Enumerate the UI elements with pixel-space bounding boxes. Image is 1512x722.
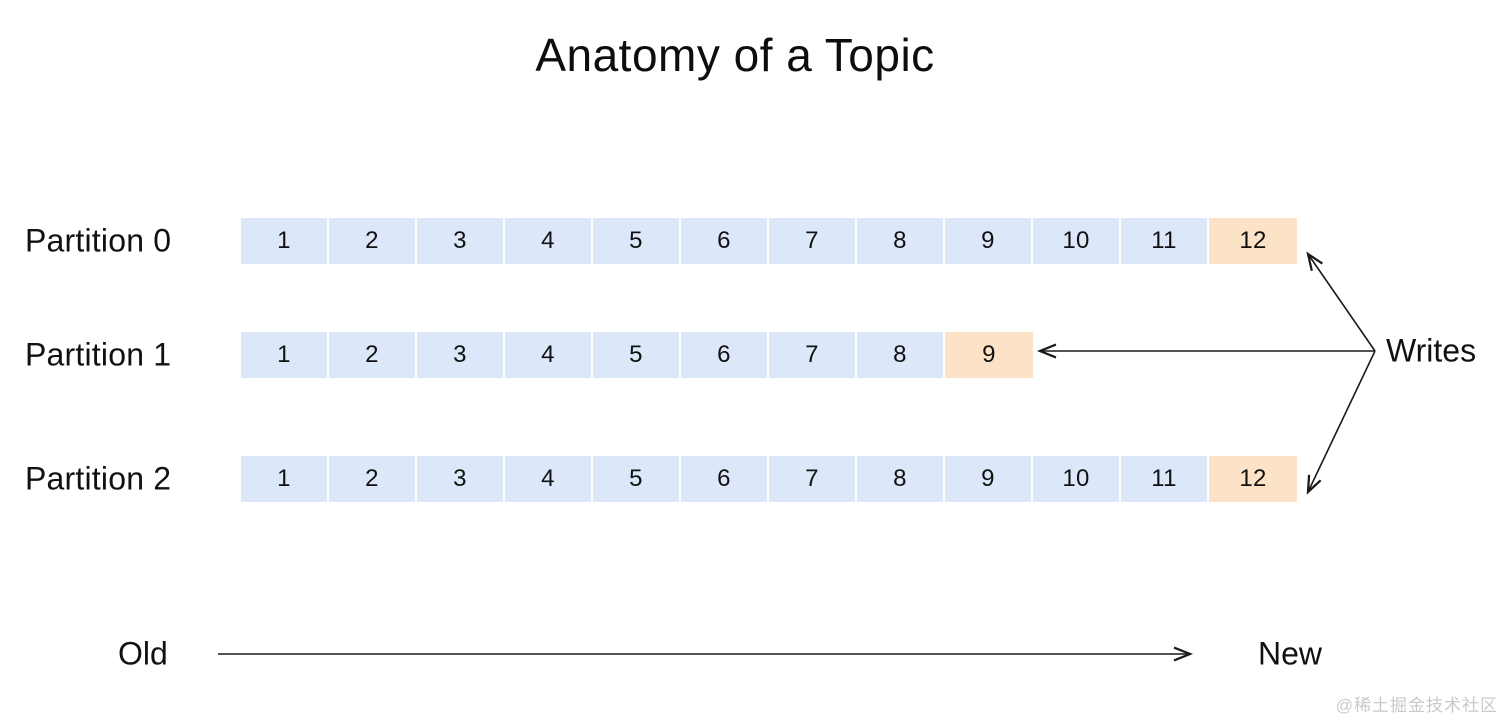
partition-cell: 7: [769, 456, 857, 502]
partition-cell: 8: [857, 332, 945, 378]
partition-cell: 5: [593, 456, 681, 502]
partition-cell: 9: [945, 456, 1033, 502]
writes-label: Writes: [1386, 332, 1477, 369]
partition-cell: 3: [417, 218, 505, 264]
partition-cell: 8: [857, 218, 945, 264]
partition-cell: 2: [329, 332, 417, 378]
partition-cell: 11: [1121, 218, 1209, 264]
partition-cell: 10: [1033, 456, 1121, 502]
partition-cell: 3: [417, 456, 505, 502]
partition-cell: 8: [857, 456, 945, 502]
partition-cell: 4: [505, 332, 593, 378]
partition-cell: 6: [681, 456, 769, 502]
partition-cell: 6: [681, 332, 769, 378]
partition-label-2: Partition 2: [25, 460, 172, 497]
watermark: @稀土掘金技术社区: [1335, 696, 1498, 715]
partition-cell: 1: [241, 332, 329, 378]
partition-cell-head: 9: [945, 332, 1033, 378]
partition-cell: 6: [681, 218, 769, 264]
partition-cell: 7: [769, 218, 857, 264]
partition-cell: 5: [593, 218, 681, 264]
partition-label-0: Partition 0: [25, 222, 172, 259]
partition-cell-head: 12: [1209, 456, 1297, 502]
partition-cell: 2: [329, 218, 417, 264]
partition-cell: 10: [1033, 218, 1121, 264]
partition-cell: 4: [505, 218, 593, 264]
partition-cell: 7: [769, 332, 857, 378]
partition-cell: 3: [417, 332, 505, 378]
partition-label-1: Partition 1: [25, 336, 172, 373]
partition-cell: 5: [593, 332, 681, 378]
timeline-new-label: New: [1258, 635, 1323, 672]
partition-cell: 1: [241, 218, 329, 264]
partition-cell: 4: [505, 456, 593, 502]
partition-cell: 2: [329, 456, 417, 502]
timeline-old-label: Old: [118, 635, 168, 672]
partition-cell: 9: [945, 218, 1033, 264]
partition-cell: 11: [1121, 456, 1209, 502]
partition-cell-head: 12: [1209, 218, 1297, 264]
partition-cell: 1: [241, 456, 329, 502]
page-title: Anatomy of a Topic: [535, 29, 935, 81]
